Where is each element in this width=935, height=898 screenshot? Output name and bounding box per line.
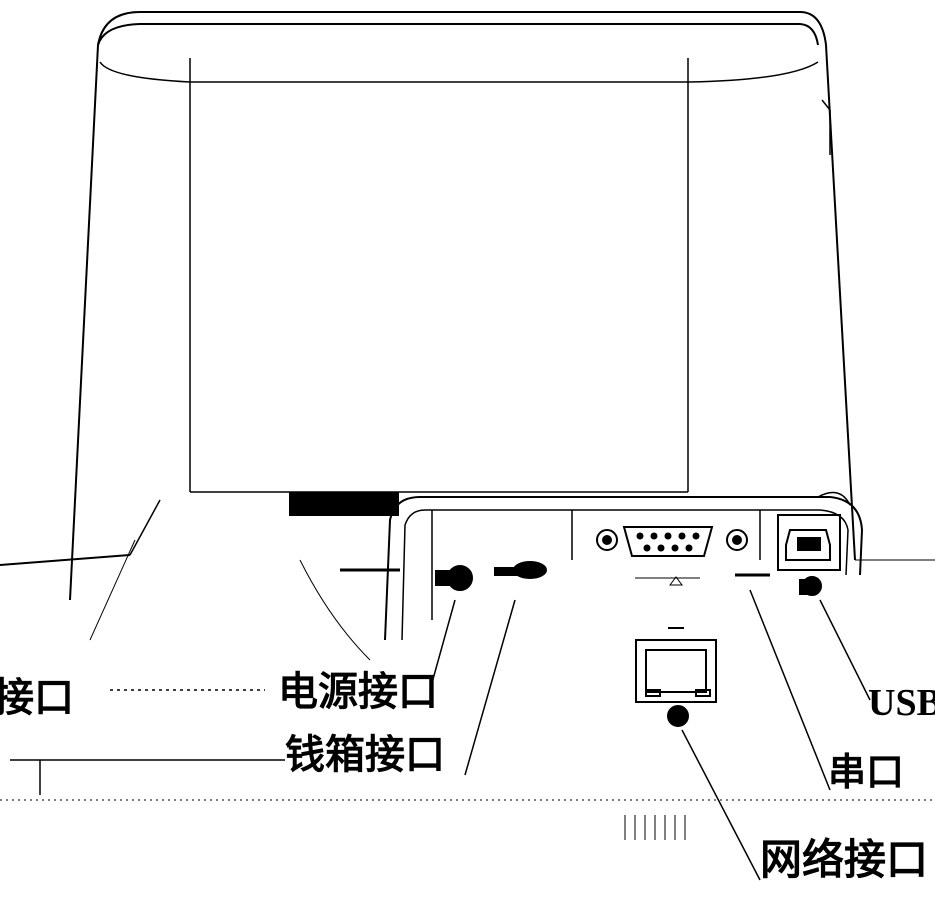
label-serial-interface: 串口 [828, 752, 905, 794]
paper-exit-shadow [289, 492, 399, 516]
leader-lines [0, 589, 935, 881]
label-cashbox-interface: 钱箱接口 [285, 732, 445, 777]
label-network-interface: 网络接口 [760, 838, 929, 884]
printer-body [0, 11, 935, 661]
power-jack-icon [435, 565, 473, 591]
network-port-icon [635, 627, 717, 727]
label-usb-interface: USB [868, 682, 935, 724]
label-power-interface: 电源接口 [278, 669, 438, 714]
label-interface-partial: 接口 [0, 675, 74, 720]
serial-port-icon [596, 526, 770, 586]
cashbox-jack-icon [494, 561, 547, 579]
usb-port-icon [777, 491, 851, 596]
connector-panel [340, 496, 864, 641]
